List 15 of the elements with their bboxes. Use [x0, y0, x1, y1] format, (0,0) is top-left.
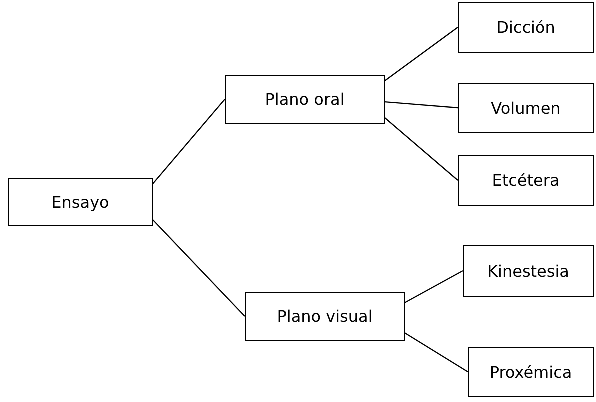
connector-line — [404, 270, 464, 304]
text-box: Kinestesia — [463, 245, 594, 297]
text-box: Plano oral — [225, 75, 385, 124]
connector-line — [384, 118, 458, 181]
connector-line — [404, 332, 468, 373]
connector-line — [152, 99, 226, 184]
text-box: Ensayo — [8, 178, 153, 226]
text-box: Plano visual — [245, 292, 405, 341]
text-box: Volumen — [458, 83, 594, 133]
text-box: Dicción — [458, 2, 594, 53]
connector-line — [384, 27, 458, 82]
text-box: Proxémica — [468, 347, 594, 397]
text-box: Etcétera — [458, 155, 594, 206]
connector-line — [384, 101, 458, 109]
connector-line — [152, 220, 246, 317]
